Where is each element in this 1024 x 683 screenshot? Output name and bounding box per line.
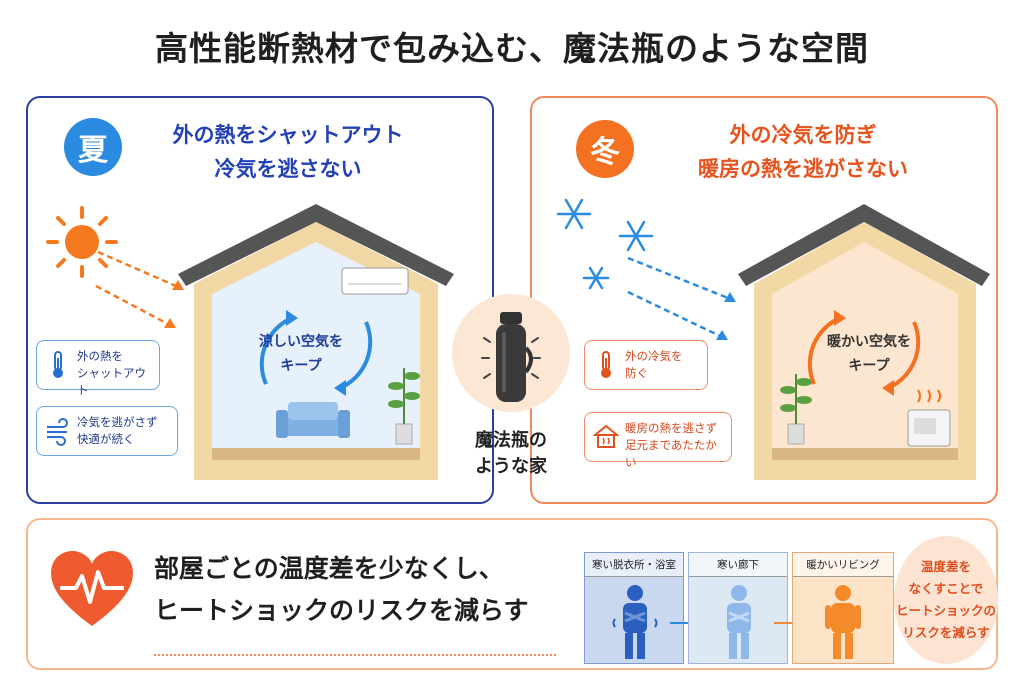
heatshock-panel: 部屋ごとの温度差を少なくし、 ヒートショックのリスクを減らす 寒い脱衣所・浴室 … bbox=[26, 518, 998, 670]
room-living: 暖かいリビング bbox=[792, 552, 894, 664]
sun-icon bbox=[46, 206, 118, 278]
house-heat-icon bbox=[593, 424, 619, 448]
plant-icon bbox=[388, 368, 420, 445]
winter-inside-line1: 暖かい空気を bbox=[827, 334, 911, 350]
winter-heading-line1: 外の冷気を防ぎ bbox=[729, 123, 877, 147]
room-bathroom-label: 寒い脱衣所・浴室 bbox=[585, 553, 683, 577]
result-line3: ヒートショックの bbox=[895, 603, 996, 618]
wind-icon bbox=[47, 418, 68, 446]
summer-badge: 夏 bbox=[64, 118, 122, 176]
winter-badge: 冬 bbox=[576, 120, 634, 178]
summer-panel: 夏 外の熱をシャットアウト 冷気を逃さない bbox=[26, 96, 494, 504]
result-line4: リスクを減らす bbox=[902, 625, 990, 640]
room-flow: 寒い脱衣所・浴室 寒い廊下 bbox=[584, 552, 894, 664]
room-bathroom: 寒い脱衣所・浴室 bbox=[584, 552, 684, 664]
summer-heading-line2: 冷気を逃さない bbox=[214, 157, 362, 181]
snowflake-icon bbox=[556, 198, 654, 290]
winter-heading-line2: 暖房の熱を逃がさない bbox=[698, 157, 908, 181]
person-icon bbox=[612, 585, 658, 659]
summer-heading-line1: 外の熱をシャットアウト bbox=[172, 123, 404, 147]
winter-callout1-line1: 外の冷気を bbox=[625, 349, 683, 363]
winter-inside-text: 暖かい空気を キープ bbox=[804, 330, 934, 378]
heatshock-line2: ヒートショックのリスクを減らす bbox=[154, 596, 529, 625]
result-circle bbox=[894, 536, 998, 664]
summer-heading: 外の熱をシャットアウト 冷気を逃さない bbox=[138, 118, 438, 186]
room-living-label: 暖かいリビング bbox=[793, 553, 893, 577]
thermos-icon bbox=[481, 312, 541, 402]
summer-callout2-line1: 冷気を逃がさず bbox=[77, 415, 158, 429]
heart-pulse-icon bbox=[51, 551, 133, 626]
result-text: 温度差を なくすことで ヒートショックの リスクを減らす bbox=[884, 556, 1008, 644]
person-icon bbox=[825, 585, 861, 659]
page-title: 高性能断熱材で包み込む、魔法瓶のような空間 bbox=[155, 29, 869, 68]
summer-inside-text: 涼しい空気を キープ bbox=[236, 330, 366, 378]
summer-callout2-line2: 快適が続く bbox=[77, 432, 135, 446]
result-line1: 温度差を bbox=[920, 559, 971, 574]
winter-callout1-line2: 防ぐ bbox=[625, 366, 648, 380]
sofa-icon bbox=[276, 402, 350, 438]
heatshock-line1: 部屋ごとの温度差を少なくし、 bbox=[154, 554, 504, 583]
heat-arrows bbox=[95, 250, 184, 328]
result-line2: なくすことで bbox=[908, 581, 984, 596]
heatshock-text: 部屋ごとの温度差を少なくし、 ヒートショックのリスクを減らす bbox=[154, 548, 529, 632]
summer-callout-heat: 外の熱を シャットアウト bbox=[36, 340, 160, 397]
thermos-label-line2: ような家 bbox=[475, 456, 547, 477]
person-icon bbox=[727, 585, 751, 659]
summer-inside-line1: 涼しい空気を bbox=[259, 334, 343, 350]
summer-house bbox=[178, 204, 454, 480]
winter-callout-warm: 暖房の熱を逃さず 足元まであたたかい bbox=[584, 412, 732, 469]
dotted-divider bbox=[154, 654, 556, 656]
winter-house bbox=[738, 204, 990, 480]
winter-callout2-line1: 暖房の熱を逃さず bbox=[625, 421, 717, 435]
summer-callout1-line1: 外の熱を bbox=[77, 349, 123, 363]
winter-callout-cold: 外の冷気を 防ぐ bbox=[584, 340, 708, 390]
cold-arrows bbox=[627, 256, 736, 340]
heater-icon bbox=[907, 389, 951, 447]
room-hallway-label: 寒い廊下 bbox=[689, 553, 787, 577]
thermos-label: 魔法瓶の ような家 bbox=[452, 428, 570, 480]
winter-callout2-line2: 足元まであたたかい bbox=[625, 438, 717, 469]
winter-heading: 外の冷気を防ぎ 暖房の熱を逃がさない bbox=[638, 118, 968, 186]
thermometer-icon bbox=[53, 351, 63, 378]
summer-callout-cool: 冷気を逃がさず 快適が続く bbox=[36, 406, 178, 456]
thermometer-icon bbox=[601, 351, 611, 378]
thermos-label-line1: 魔法瓶の bbox=[475, 430, 547, 451]
room-hallway: 寒い廊下 bbox=[688, 552, 788, 664]
plant-icon bbox=[780, 374, 812, 445]
winter-panel: 冬 外の冷気を防ぎ 暖房の熱を逃がさない bbox=[530, 96, 998, 504]
summer-inside-line2: キープ bbox=[280, 358, 322, 374]
summer-callout1-line2: シャットアウト bbox=[77, 366, 146, 397]
winter-inside-line2: キープ bbox=[848, 358, 890, 374]
